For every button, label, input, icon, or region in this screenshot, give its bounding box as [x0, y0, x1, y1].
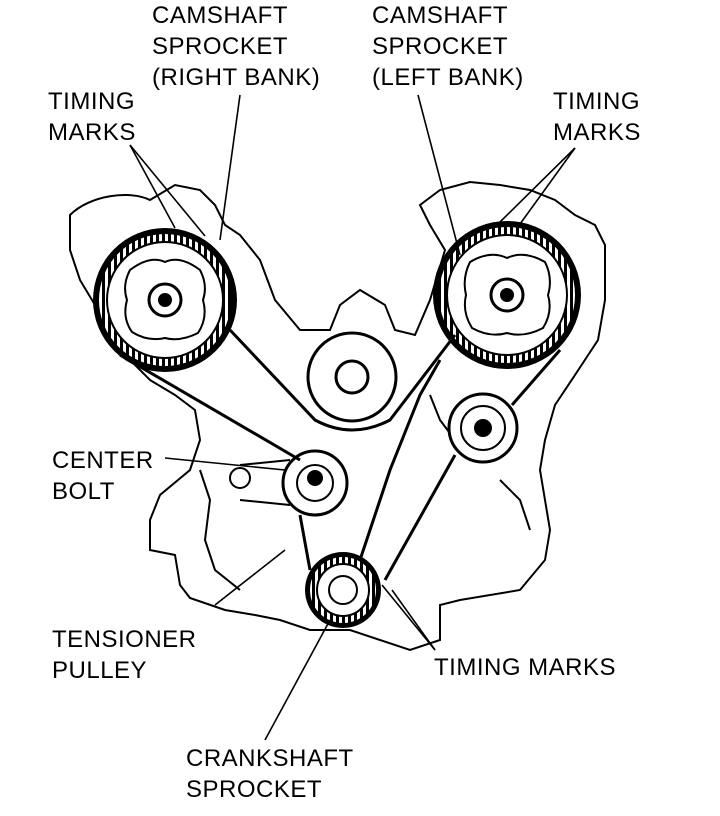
- idler-pulley: [447, 392, 519, 464]
- label-timing-marks-left: TIMING MARKS: [48, 88, 136, 146]
- leader-lines: [129, 94, 576, 741]
- label-camshaft-sprocket-right-bank: CAMSHAFT SPROCKET (RIGHT BANK): [152, 2, 321, 91]
- label-timing-marks-bottom: TIMING MARKS: [434, 654, 617, 681]
- label-crankshaft-sprocket: CRANKSHAFT SPROCKET: [186, 745, 354, 803]
- timing-belt: [119, 328, 562, 581]
- camshaft-sprocket-left-bank: [433, 221, 581, 369]
- label-camshaft-sprocket-left-bank: CAMSHAFT SPROCKET (LEFT BANK): [372, 2, 524, 91]
- camshaft-sprocket-right-bank: [93, 228, 237, 372]
- label-center-bolt: CENTER BOLT: [52, 447, 154, 505]
- tensioner-pulley: [229, 449, 349, 517]
- label-timing-marks-right: TIMING MARKS: [553, 88, 641, 146]
- label-tensioner-pulley: TENSIONER PULLEY: [52, 626, 197, 684]
- crankshaft-sprocket: [305, 552, 381, 628]
- water-pump-pulley: [306, 331, 398, 423]
